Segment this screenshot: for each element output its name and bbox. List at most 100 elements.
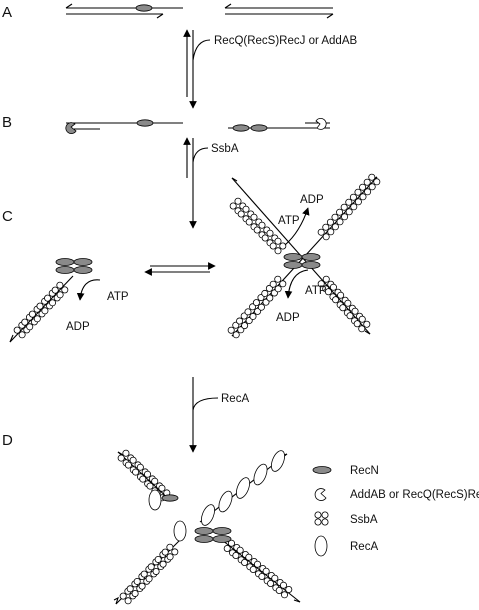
ssba-tetramer xyxy=(344,299,352,307)
ssba-tetramer xyxy=(354,188,362,196)
ssba-tetramer xyxy=(368,183,376,191)
ssba-tetramer xyxy=(271,574,279,582)
ssba-tetramer xyxy=(354,198,362,206)
ssba-tetramer xyxy=(358,325,366,333)
ssba-tetramer xyxy=(122,449,130,457)
ssba-tetramer xyxy=(359,183,367,191)
ssba-tetramer xyxy=(36,302,44,310)
ssba-tetramer xyxy=(126,585,134,593)
reca-oval-icon xyxy=(148,489,162,511)
ssba-tetramer xyxy=(223,545,231,553)
ssba-tetramer xyxy=(49,299,57,307)
ssba-tetramer xyxy=(151,477,159,485)
ssba-tetramer xyxy=(241,322,249,330)
ssba-tetramer xyxy=(322,233,330,241)
ssba-tetramer xyxy=(274,275,282,283)
left-atp-label: ATP xyxy=(107,291,129,303)
ssba-tetramer xyxy=(266,294,274,302)
legend-ssba-icon xyxy=(314,511,329,526)
ssba-tetramer xyxy=(252,299,260,307)
ssba-tetramer xyxy=(44,294,52,302)
ssba-tetramer xyxy=(26,323,34,331)
ssba-tetramer xyxy=(279,280,287,288)
ssba-tetramer xyxy=(140,570,148,578)
ssba-tetramer xyxy=(336,218,344,226)
ssba-tetramer xyxy=(274,237,282,245)
legend-label-recn: RecN xyxy=(350,465,379,477)
ssba-tetramer xyxy=(21,318,29,326)
ssba-tetramer xyxy=(227,539,235,547)
panel-c-left-arm xyxy=(9,258,101,343)
ssba-tetramer xyxy=(261,234,269,242)
ssba-tetramer xyxy=(317,280,325,288)
legend: RecN AddAB or RecQ(RecS)RecJ SsbA RecA xyxy=(312,465,479,557)
ssba-tetramer xyxy=(131,589,139,597)
ssba-tetramer xyxy=(236,546,244,554)
ssba-tetramer xyxy=(281,591,289,599)
ssba-tetramer xyxy=(279,242,287,250)
ssba-tetramer xyxy=(249,312,257,320)
ssba-tetramer xyxy=(269,242,277,250)
ssba-tetramer xyxy=(346,312,354,320)
ssba-tetramer xyxy=(322,223,330,231)
ssba-tetramer xyxy=(171,548,179,556)
top-adp-label: ADP xyxy=(300,194,324,206)
panel-c-synapsis xyxy=(227,173,381,339)
ssba-tetramer xyxy=(345,198,353,206)
ssba-tetramer xyxy=(119,592,127,600)
ssba-tetramer xyxy=(279,581,287,589)
ssba-tetramer xyxy=(138,582,146,590)
ssba-tetramer xyxy=(229,202,237,210)
ssba-tetramer xyxy=(250,213,258,221)
ssba-tetramer xyxy=(332,296,340,304)
ssba-tetramer xyxy=(331,213,339,221)
ssba-tetramer xyxy=(274,247,282,255)
ssba-tetramer xyxy=(324,288,332,296)
ssba-tetramer xyxy=(28,310,36,318)
ssba-tetramer xyxy=(159,560,167,568)
ssba-tetramer xyxy=(152,567,160,575)
ssba-tetramer xyxy=(117,454,125,462)
ssba-tetramer xyxy=(236,317,244,325)
ssba-tetramer xyxy=(124,461,132,469)
ssba-tetramer xyxy=(249,566,257,574)
ssba-tetramer xyxy=(33,315,41,323)
ssba-tetramer xyxy=(237,210,245,218)
ssba-tetramer xyxy=(267,580,275,588)
panel-b-resected-dna xyxy=(65,118,330,134)
ssba-tetramer xyxy=(166,543,174,551)
ssba-tetramer xyxy=(358,315,366,323)
ssba-tetramer xyxy=(241,559,249,567)
ssba-tetramer xyxy=(364,188,372,196)
ssba-tetramer xyxy=(245,218,253,226)
ssba-tetramer xyxy=(269,280,277,288)
ssba-tetramer xyxy=(232,331,240,339)
recn-oval-icon xyxy=(135,4,153,12)
reca-filament-monomer xyxy=(236,477,250,499)
top-atp-label: ATP xyxy=(278,215,300,227)
bot-atp-label: ATP xyxy=(305,285,327,297)
ssba-tetramer xyxy=(341,213,349,221)
ssba-tetramer xyxy=(331,223,339,231)
ssba-tetramer xyxy=(56,281,64,289)
ssba-tetramer xyxy=(253,226,261,234)
ssba-tetramer xyxy=(51,286,59,294)
ssba-tetramer xyxy=(322,275,330,283)
ssba-tetramer xyxy=(18,331,26,339)
legend-recn-icon xyxy=(312,466,332,474)
ssba-tetramer xyxy=(363,320,371,328)
ssba-tetramer xyxy=(327,228,335,236)
ssba-tetramer xyxy=(227,326,235,334)
ssba-tetramer xyxy=(129,456,137,464)
ssba-tetramer xyxy=(257,303,265,311)
ssba-tetramer xyxy=(353,320,361,328)
legend-pacman-icon xyxy=(314,488,327,501)
reca-filament-monomer xyxy=(201,504,215,526)
ssba-tetramer xyxy=(258,573,266,581)
reca-filament-monomer xyxy=(218,490,233,513)
ssba-tetramer xyxy=(232,552,240,560)
ssba-tetramer xyxy=(336,208,344,216)
panel-label-a: A xyxy=(2,4,12,21)
ssba-tetramer xyxy=(144,470,152,478)
